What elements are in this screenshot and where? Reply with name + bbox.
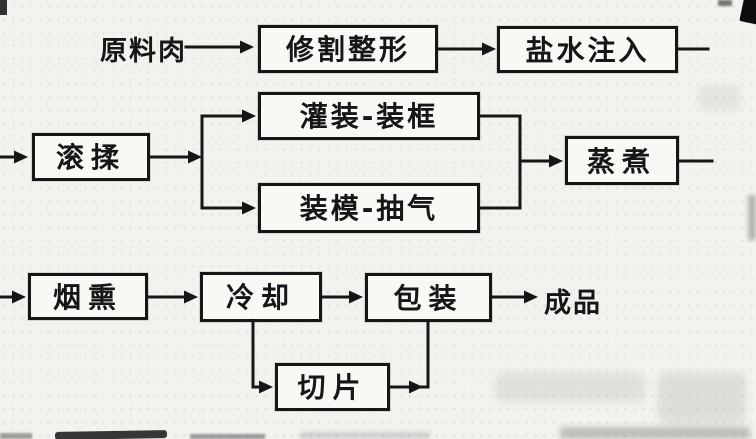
arrowhead-into-cook [549, 154, 563, 168]
node-slicing: 切片 [275, 363, 390, 411]
arrowhead-into-slice [259, 380, 273, 394]
node-brine-injection-label: 盐水注入 [525, 33, 650, 67]
node-cooking: 蒸煮 [565, 136, 679, 185]
arrowhead-into-mold [242, 201, 256, 215]
arrowhead-into-cool [184, 290, 198, 304]
input-terminal-label: 原料肉 [100, 36, 187, 67]
connector-cool-to-slice [251, 318, 262, 389]
node-smoking-label: 烟熏 [52, 280, 123, 314]
connector-slice-to-pack [419, 319, 430, 389]
node-tumbling: 滚揉 [32, 133, 150, 181]
node-filling-framing-label: 灌装-装框 [299, 100, 439, 133]
arrowhead-into-tumble [14, 150, 28, 164]
arrowhead-into-pack [349, 290, 363, 304]
node-cooling-label: 冷却 [225, 281, 296, 314]
node-tumbling-label: 滚揉 [55, 141, 126, 174]
node-trim-shape-label: 修割整形 [285, 33, 410, 66]
arrowhead-slice-out [409, 380, 423, 394]
output-terminal-label: 成品 [544, 288, 602, 319]
node-packaging-label: 包装 [393, 281, 464, 315]
node-packaging: 包装 [365, 273, 492, 322]
node-brine-injection: 盐水注入 [497, 26, 678, 73]
arrowhead-into-output [524, 290, 538, 304]
arrowhead-into-smoke [12, 290, 26, 304]
node-molding-vacuum: 装模-抽气 [258, 183, 480, 233]
node-filling-framing: 灌装-装框 [258, 92, 480, 140]
node-cooking-label: 蒸煮 [586, 144, 657, 178]
arrowhead-into-trim [240, 40, 254, 54]
arrowhead-into-fill [242, 109, 256, 123]
node-smoking: 烟熏 [28, 273, 148, 320]
node-slicing-label: 切片 [297, 371, 368, 404]
node-molding-vacuum-label: 装模-抽气 [299, 192, 439, 225]
arrowhead-into-brine [482, 42, 496, 56]
node-cooling: 冷却 [200, 272, 322, 322]
node-trim-shape: 修割整形 [258, 25, 438, 73]
arrowhead-at-branch [188, 150, 202, 164]
